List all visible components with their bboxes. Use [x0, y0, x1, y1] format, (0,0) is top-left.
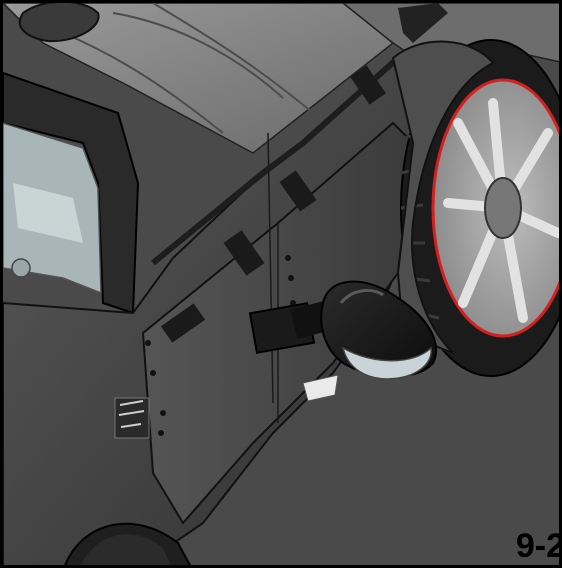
vehicle-illustration [3, 3, 559, 565]
door-top-rail [151, 55, 401, 266]
side-badge [114, 397, 150, 439]
dashboard-knob [11, 258, 31, 278]
front-tire [80, 534, 171, 565]
rim-hub [484, 177, 522, 239]
windshield-frame [3, 71, 140, 315]
glass-reflection [13, 183, 83, 243]
rear-fender [391, 40, 495, 354]
seat-contour [62, 3, 314, 134]
step-number-label: 9-2 [515, 527, 562, 565]
steering-rim [18, 3, 100, 43]
mirror-highlight [339, 289, 384, 305]
door-rivets [145, 255, 296, 436]
mirror-lens [341, 346, 432, 380]
rear-handle [398, 3, 448, 43]
door-hinges [160, 65, 386, 343]
seat-area [3, 3, 395, 154]
step-bracket [302, 374, 339, 402]
